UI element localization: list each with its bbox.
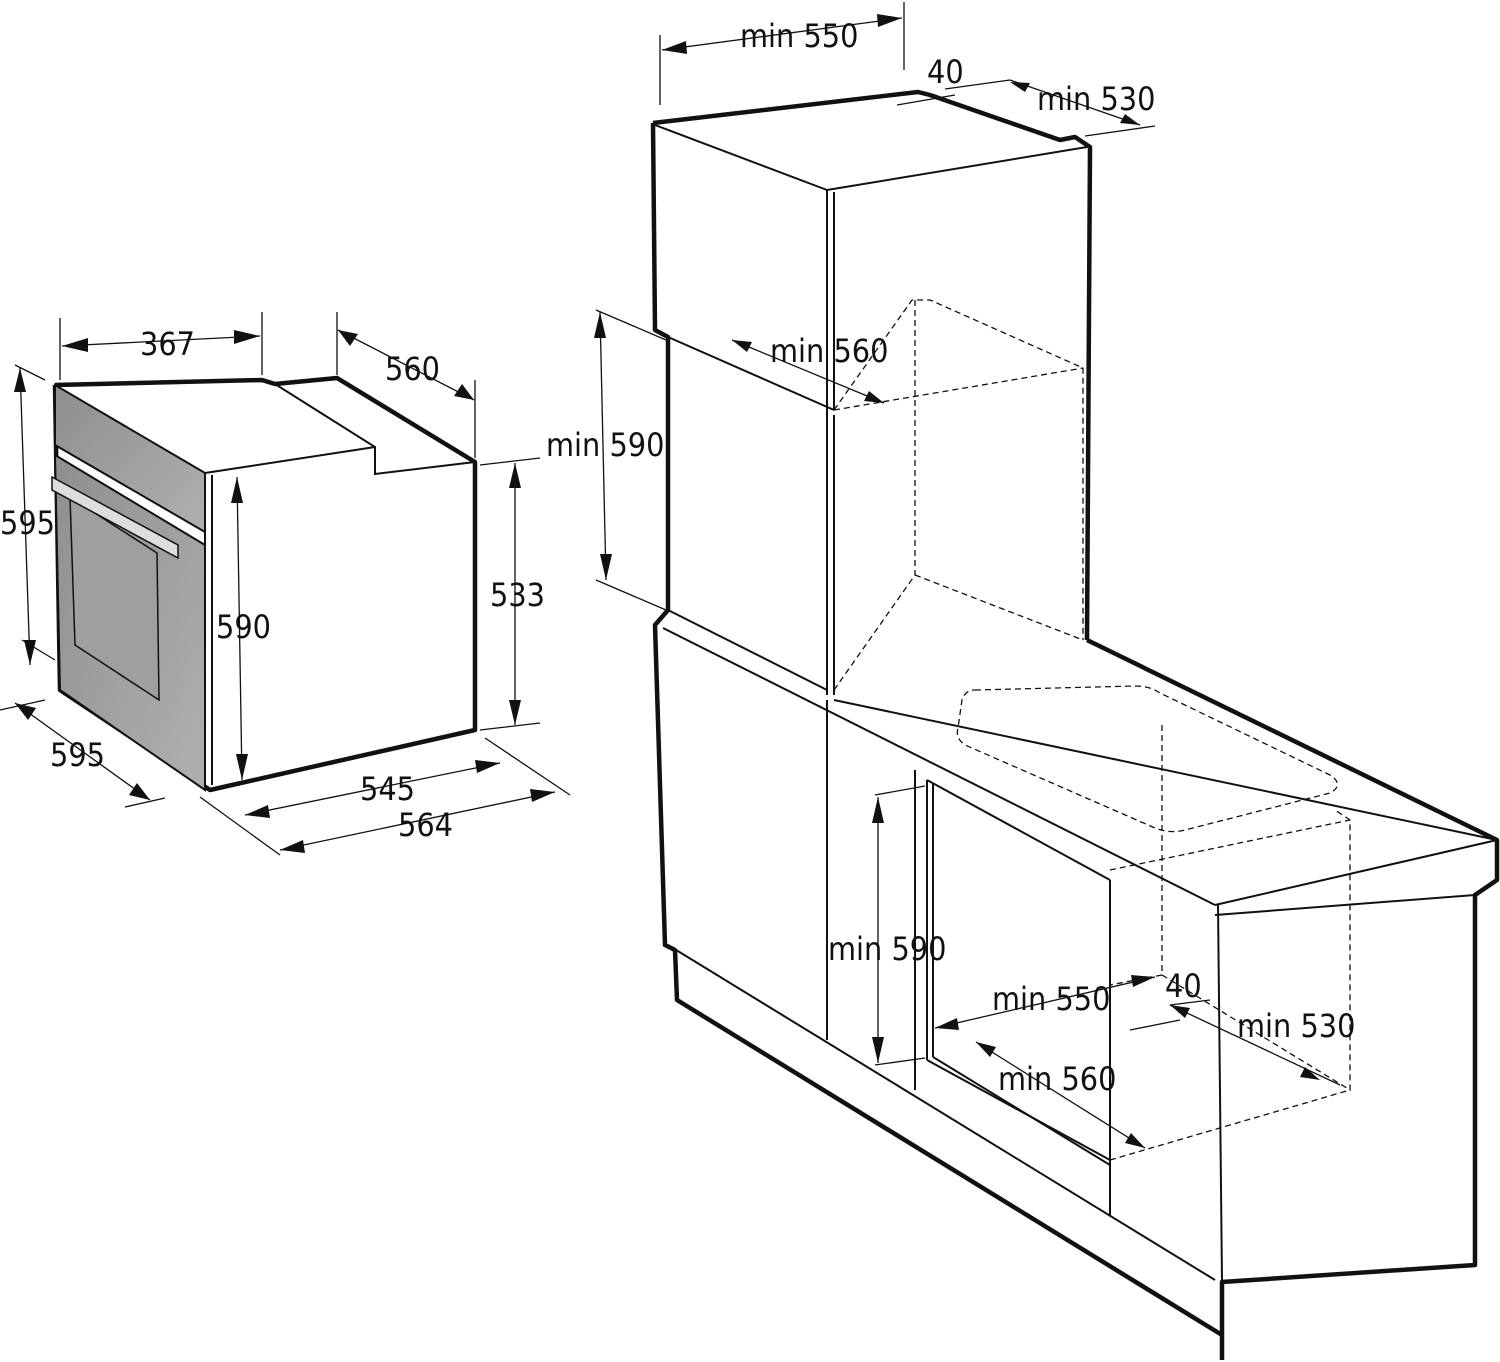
base-front-width-label: min 560 [998, 1060, 1116, 1098]
oven-depth-panel-label: 367 [140, 325, 195, 363]
tall-top-width-label: min 550 [740, 17, 858, 55]
base-rear-gap-label: 40 [1165, 967, 1202, 1005]
oven-drawing [51, 375, 478, 793]
base-niche-height-label: min 590 [828, 930, 946, 968]
oven-front-width-label: 595 [50, 736, 105, 774]
tall-cabinet-drawing [650, 89, 1093, 695]
oven-body-width-label: 545 [360, 770, 415, 808]
base-cabinet-drawing [652, 608, 1500, 1360]
base-niche-depth-label: min 530 [1237, 1007, 1355, 1045]
oven-overall-height-label: 595 [0, 504, 55, 542]
tall-top-depth-label: min 530 [1037, 80, 1155, 118]
tall-rear-gap-label: 40 [927, 53, 964, 91]
oven-dimension-lines [0, 312, 571, 856]
tall-niche-width-label: min 560 [770, 332, 888, 370]
oven-front-height-label: 590 [216, 608, 271, 646]
oven-rear-height-label: 533 [490, 576, 545, 614]
oven-top-depth-label: 560 [385, 350, 440, 388]
tall-niche-height-label: min 590 [546, 426, 664, 464]
oven-overall-width-label: 564 [398, 806, 453, 844]
tall-cabinet-dimension-lines [594, 2, 1156, 611]
base-cabinet-dimension-lines [872, 785, 1341, 1149]
base-niche-width-label: min 550 [992, 980, 1110, 1018]
